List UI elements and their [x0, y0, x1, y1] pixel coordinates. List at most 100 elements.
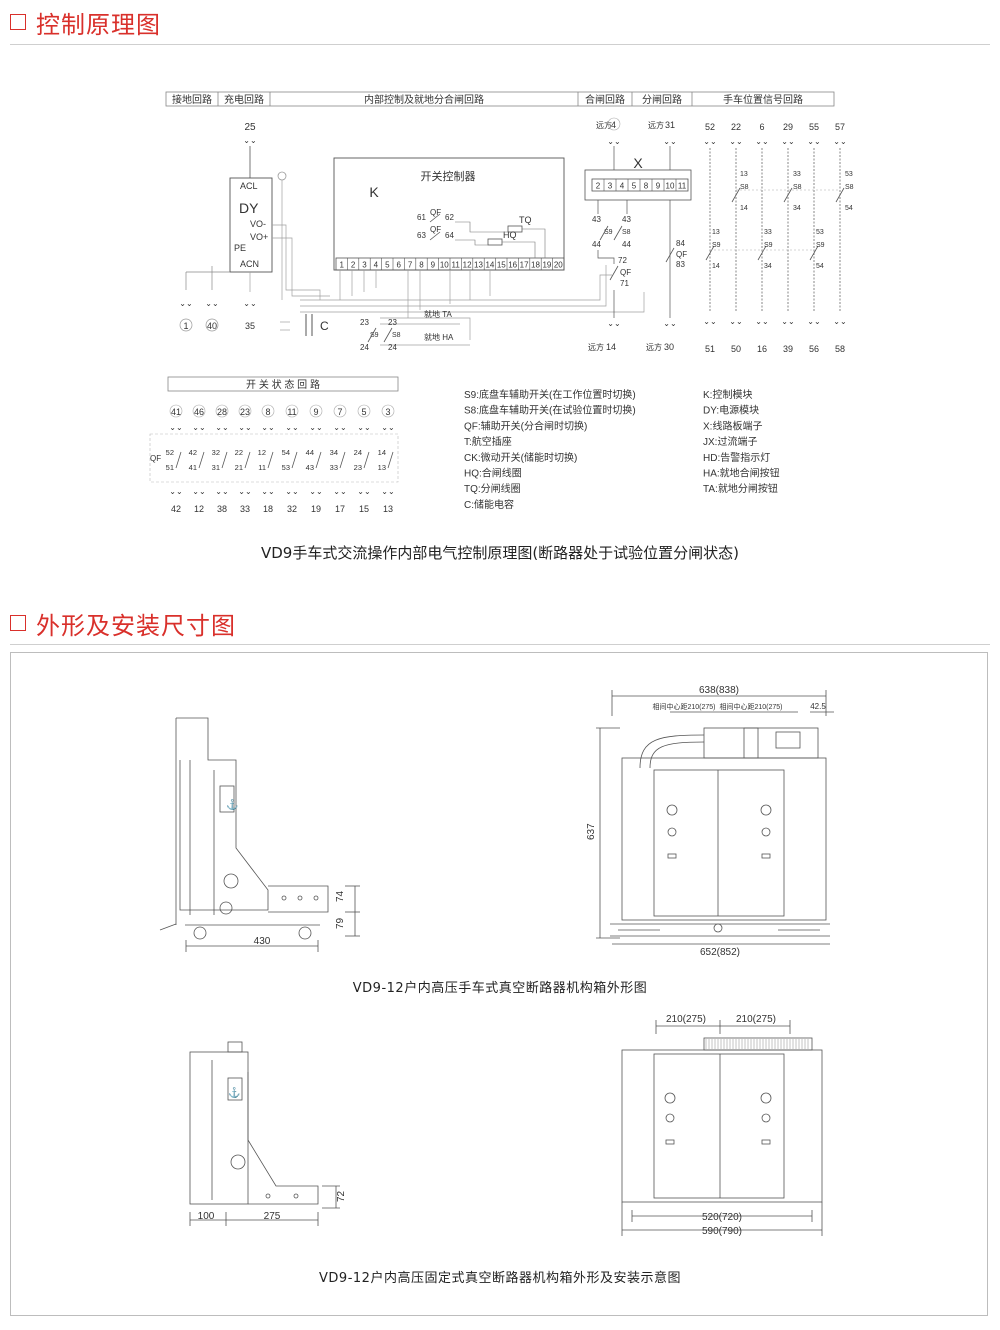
dim-210b: 相间中心距210(275)	[719, 702, 782, 711]
dim-210a: 210(275)	[666, 1014, 706, 1025]
contact-label: S9	[370, 332, 379, 339]
contact-number: 54	[845, 205, 853, 212]
controller-terminal-number: 15	[497, 261, 506, 270]
terminal-number: 28	[217, 407, 227, 417]
plug-icon: ⌄⌄	[357, 423, 370, 432]
checkbox-square-icon	[10, 615, 26, 631]
plug-icon: ⌄⌄	[238, 423, 251, 432]
legend-item: QF:辅助开关(分合闸时切换)	[464, 419, 587, 432]
plug-icon: ⌄⌄	[243, 136, 256, 145]
plug-icon: ⌄⌄	[381, 487, 394, 496]
contact-number: 24	[354, 448, 362, 457]
switch-blade	[244, 451, 251, 469]
contact-label: S8	[392, 332, 401, 339]
contact-number: 43	[622, 215, 631, 224]
terminal-number: 29	[783, 122, 793, 132]
x-terminal-number: 5	[632, 182, 637, 191]
controller-terminal-number: 6	[396, 261, 401, 270]
switch-blade	[291, 451, 298, 469]
contact-number: 32	[212, 448, 220, 457]
svg-text:⌄⌄: ⌄⌄	[663, 319, 676, 328]
terminal-number: 33	[240, 504, 250, 514]
terminal-number: 40	[207, 321, 217, 331]
terminal-number: 41	[171, 407, 181, 417]
switch-blade	[175, 451, 182, 469]
controller-terminal-number: 14	[485, 261, 494, 270]
controller-terminal-number: 17	[520, 261, 529, 270]
legend-item: HQ:合闸线圈	[464, 467, 522, 480]
svg-text:⌄⌄: ⌄⌄	[179, 299, 192, 308]
controller-title: 开关控制器	[421, 169, 476, 183]
plug-icon: ⌄⌄	[807, 317, 820, 326]
contact-number: 33	[330, 463, 338, 472]
contact-number: 84	[676, 239, 685, 248]
legend-item: S9:底盘车辅助开关(在工作位置时切换)	[464, 388, 636, 401]
header-cell: 内部控制及就地分合闸回路	[364, 93, 484, 106]
position-signal-columns: 52⌄⌄⌄⌄5122⌄⌄⌄⌄506⌄⌄⌄⌄1629⌄⌄⌄⌄3955⌄⌄⌄⌄565…	[703, 122, 846, 354]
terminal-number: 18	[263, 504, 273, 514]
switch-blade	[783, 187, 793, 203]
dim-210b: 210(275)	[736, 1014, 776, 1025]
plug-icon: ⌄⌄	[333, 423, 346, 432]
plug-icon: ⌄⌄	[215, 487, 228, 496]
contact-number: 33	[764, 229, 772, 236]
caption-schematic: VD9手车式交流操作内部电气控制原理图(断路器处于试验位置分闸状态)	[260, 544, 740, 562]
switch-blade	[339, 451, 346, 469]
dy-pe: PE	[234, 243, 246, 253]
ha-button-label: 就地 HA	[424, 332, 454, 342]
terminal-number: 30	[664, 342, 674, 352]
switch-blade	[835, 187, 845, 203]
controller-terminal-number: 5	[385, 261, 390, 270]
plug-icon: ⌄⌄	[238, 487, 251, 496]
contact-number: 12	[258, 448, 266, 457]
contact-label: S8	[793, 184, 802, 191]
dy-acl-label: ACL	[240, 181, 258, 191]
x-terminal-number: 11	[678, 182, 687, 191]
contact-number: 61	[417, 213, 426, 222]
dim-72: 72	[336, 1190, 347, 1202]
dim-275: 275	[264, 1211, 281, 1222]
controller-terminal-number: 4	[374, 261, 379, 270]
contact-label: S8	[845, 184, 854, 191]
legend-item: JX:过流端子	[703, 435, 757, 448]
contact-number: 41	[189, 463, 197, 472]
terminal-number: 12	[194, 504, 204, 514]
terminal-number: 6	[759, 122, 764, 132]
contact-label: S9	[816, 242, 825, 249]
switch-blade	[363, 451, 370, 469]
svg-text:⌄⌄: ⌄⌄	[663, 137, 676, 146]
plug-icon: ⌄⌄	[703, 137, 716, 146]
plug-icon: ⌄⌄	[261, 487, 274, 496]
legend-item: HA:就地合闸按钮	[703, 467, 780, 480]
plug-icon: ⌄⌄	[833, 317, 846, 326]
terminal-number: 13	[383, 504, 393, 514]
contact-number: 51	[166, 463, 174, 472]
contact-number: 54	[816, 263, 824, 270]
header-cell: 接地回路	[172, 93, 212, 106]
x-block-label: X	[633, 155, 643, 171]
contact-label: S8	[622, 229, 631, 236]
terminal-number: 52	[705, 122, 715, 132]
plug-icon: ⌄⌄	[215, 423, 228, 432]
dy-title: DY	[239, 200, 259, 216]
contact-number: 52	[166, 448, 174, 457]
switch-blade	[198, 451, 205, 469]
contact-number: 31	[212, 463, 220, 472]
legend-item: C:储能电容	[464, 498, 514, 511]
plug-icon: ⌄⌄	[755, 137, 768, 146]
controller-terminal-number: 3	[362, 261, 367, 270]
contact-number: 23	[360, 318, 369, 327]
legend-item: CK:微动开关(储能时切换)	[464, 451, 577, 464]
terminal-number: 7	[337, 407, 342, 417]
contact-number: 11	[258, 463, 266, 472]
contact-label: S9	[604, 229, 613, 236]
plug-icon: ⌄⌄	[703, 317, 716, 326]
contact-number: 21	[235, 463, 243, 472]
plug-icon: ⌄⌄	[169, 487, 182, 496]
terminal-number: 39	[783, 344, 793, 354]
dy-vo-plus: VO+	[250, 232, 268, 242]
contact-number: 62	[445, 213, 454, 222]
contact-number: 53	[282, 463, 290, 472]
header-cell: 分闸回路	[642, 93, 682, 106]
